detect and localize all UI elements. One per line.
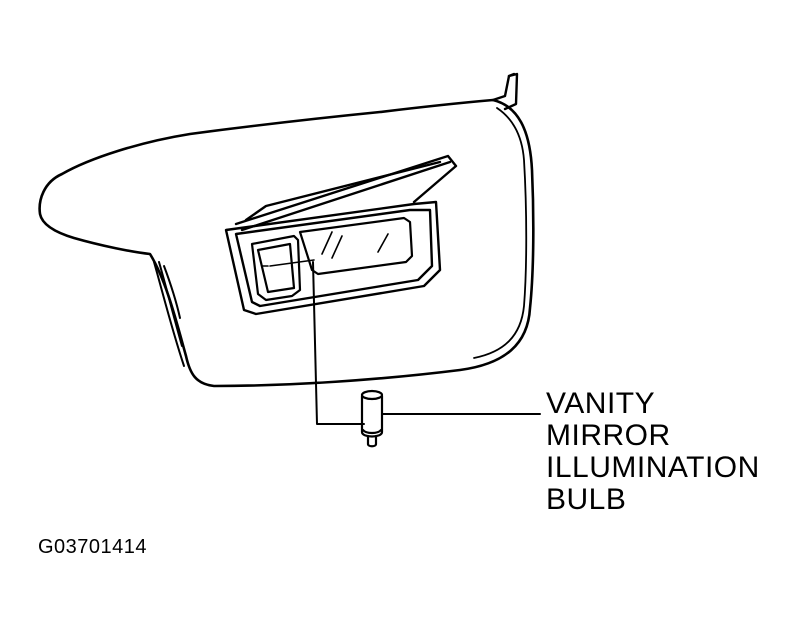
sun-visor-body [38,98,535,388]
visor-stitch-lines [153,261,185,367]
mirror-glass [298,216,414,276]
callout-line-4: BULB [546,483,627,516]
vanity-mirror-frame [224,200,442,316]
illumination-bulb [360,389,384,448]
callout-line-1: VANITY [546,387,656,420]
callout-line-3: ILLUMINATION [546,451,760,484]
visor-inner-seam [473,107,528,359]
mirror-cover-flap [234,154,458,232]
figure-code: G03701414 [38,536,148,558]
visor-mounting-rod [491,72,519,111]
leader-line-housing-to-bulb [312,261,365,425]
callout-line-2: MIRROR [546,419,671,452]
lamp-housing [250,234,315,302]
vanity-mirror-bulb-label: VANITY MIRROR ILLUMINATION BULB [546,388,760,516]
